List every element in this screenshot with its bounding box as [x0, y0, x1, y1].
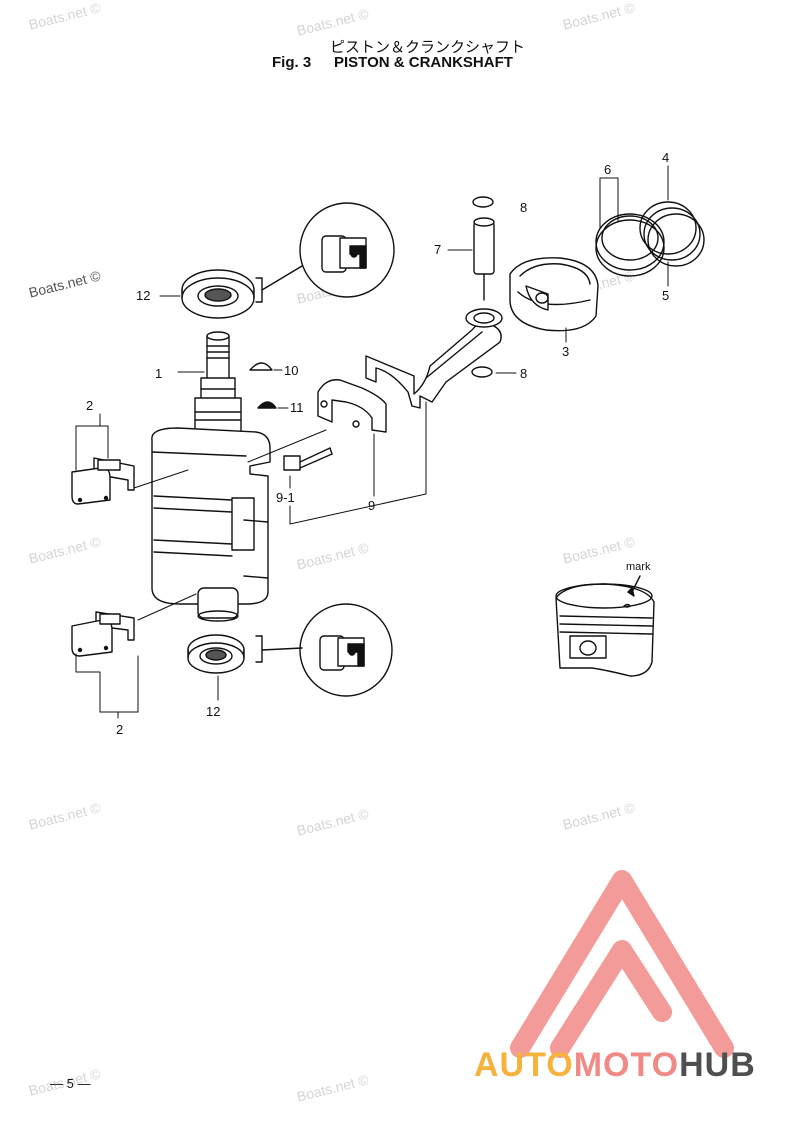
upper-main-bearing: [71, 457, 135, 505]
figure-number: Fig. 3: [272, 54, 312, 71]
label-part-12-upper: 12: [136, 288, 150, 303]
label-part-2-upper: 2: [86, 398, 93, 413]
connecting-rod-cap: [317, 379, 387, 433]
title-japanese: ピストン＆クランクシャフト: [330, 38, 526, 56]
label-part-8-lower: 8: [520, 366, 527, 381]
lower-seal-detail-callout: [255, 603, 393, 697]
brand-part-hub: HUB: [679, 1046, 756, 1084]
piston-pin-clip: [472, 196, 494, 208]
label-part-8-upper: 8: [520, 200, 527, 215]
label-part-6: 6: [604, 162, 611, 177]
connecting-rod-bolt: [283, 447, 333, 471]
figure-title: PISTON & CRANKSHAFT: [334, 54, 513, 71]
label-part-7: 7: [434, 242, 441, 257]
brand-wordmark: AUTOMOTOHUB: [474, 1046, 756, 1085]
piston-ring-set: [639, 201, 705, 267]
connecting-rod: [365, 308, 503, 409]
label-part-5: 5: [662, 288, 669, 303]
label-part-11: 11: [290, 400, 304, 415]
label-part-1: 1: [155, 366, 162, 381]
brand-logo-triangle: [510, 870, 734, 1058]
key: [257, 401, 277, 409]
piston-rings: [595, 213, 665, 277]
label-part-12-lower: 12: [206, 704, 220, 719]
upper-oil-seal: [181, 269, 255, 319]
label-part-10: 10: [284, 363, 298, 378]
label-part-9-1: 9-1: [276, 490, 295, 505]
piston-pin: [473, 217, 495, 301]
label-part-4: 4: [662, 150, 669, 165]
label-mark: mark: [626, 561, 651, 573]
piston: [509, 257, 599, 332]
lower-main-bearing: [71, 611, 135, 657]
woodruff-key: [249, 362, 273, 371]
upper-seal-detail-callout: [255, 202, 395, 303]
label-part-2-lower: 2: [116, 722, 123, 737]
leader-lines: [75, 165, 669, 719]
piston-pin-clip: [471, 366, 493, 378]
label-part-3: 3: [562, 344, 569, 359]
piston-mark-detail: [555, 575, 655, 677]
brand-part-moto: MOTO: [573, 1046, 680, 1084]
brand-part-auto: AUTO: [474, 1046, 574, 1084]
page-number: — 5 —: [50, 1076, 91, 1091]
lower-oil-seal: [187, 634, 245, 674]
label-part-9: 9: [368, 498, 375, 513]
